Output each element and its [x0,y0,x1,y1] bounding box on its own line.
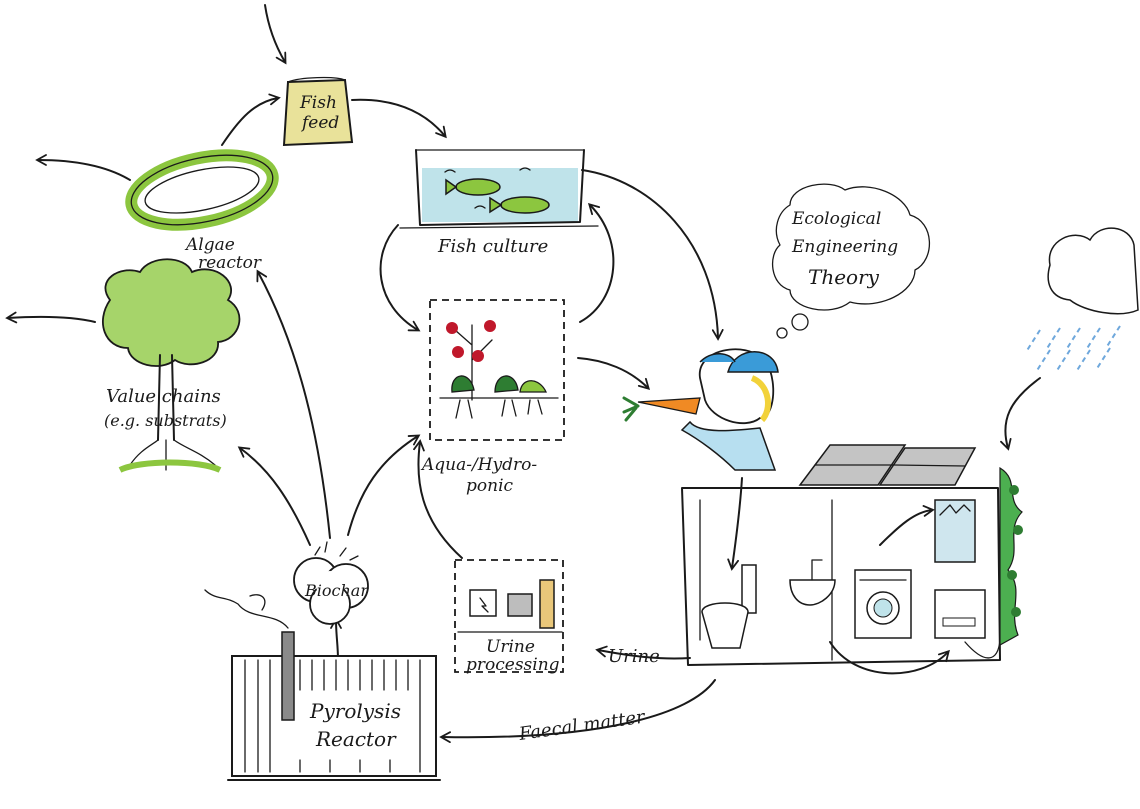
fish-feed-label-2: feed [300,113,339,133]
fish-feed-bag: Fish feed [282,76,354,147]
biochar-label: Biochar [304,581,369,600]
column-tank-icon [539,579,555,629]
algae-label-2: reactor [198,253,262,273]
arrow-input-to-fish-feed [264,4,287,65]
arrow-aquaponic-to-fish [579,202,615,323]
theory-label-3: Theory [808,265,880,289]
arrow-value-chains-out [5,311,96,324]
urine-processing-label-2: processing [466,655,560,675]
fish-icon [445,178,501,196]
arrow-biochar-to-algae [256,269,331,539]
sink-icon [789,559,836,606]
arrow-fish-to-aquaponic [379,224,421,332]
flow-urine-label: Urine [608,646,660,667]
flow-faecal-label: Faecal matter [517,706,648,745]
solar-panel-icon [878,447,977,486]
arrow-feed-to-fish-culture [351,98,447,139]
filter-icon [507,593,533,617]
tomato-icon [452,346,464,358]
arrow-house-internal [879,505,935,546]
pyrolysis-reactor: Pyrolysis Reactor [204,589,441,781]
hair-icon [750,375,771,423]
arrow-urine [595,645,691,660]
fish-icon [489,196,550,214]
arrow-algae-out [35,154,131,181]
arrow-house-water-loop [829,641,950,675]
lettuce-icon [519,380,547,393]
arrow-faecal-matter [439,679,716,744]
carrot-icon [637,397,701,415]
thought-bubble: Ecological Engineering Theory [771,183,931,311]
aquaponic-label-1: Aqua-/Hydro- [420,455,537,475]
fish-feed-label-1: Fish [299,93,337,113]
algae-label-1: Algae [184,235,235,255]
theory-label-1: Ecological [791,209,881,229]
window-icon [934,499,976,563]
tomato-icon [446,322,458,334]
house [681,444,1023,666]
green-wall-icon [999,466,1023,647]
pyrolysis-label-2: Reactor [315,727,397,751]
rain-icon [1025,325,1121,373]
tree-value-chains: Value chains (e.g. substrats) [101,258,241,473]
chimney-icon [281,631,295,721]
arrow-pyrolysis-to-biochar [330,617,342,661]
flow-arrows [5,4,1041,744]
fish-culture-tank: Fish culture [399,149,599,257]
aquaponic-label-2: ponic [466,476,514,496]
lettuce-icon [451,375,475,393]
urine-processing-label-1: Urine [486,637,535,657]
arrow-urine-to-aquaponic [413,439,463,559]
algae-reactor: Algae reactor [125,149,279,273]
lettuce-icon [494,375,519,393]
cap-icon [727,351,779,373]
value-chains-label-1: Value chains [106,386,221,407]
tree-crown-icon [101,258,241,367]
toilet-icon [701,564,757,649]
pyrolysis-label-1: Pyrolysis [309,699,401,723]
tomato-icon [472,350,484,362]
arrow-person-to-toilet [727,477,743,571]
arrow-fish-to-person [581,169,724,341]
tomato-icon [484,320,496,332]
aquaponic-unit: Aqua-/Hydro- ponic [420,299,565,496]
washing-machine-icon [854,569,912,639]
arrow-biochar-to-aquaponic [347,434,421,536]
arrow-biochar-to-value-chains [237,446,311,546]
urine-processing-unit: Urine processing [454,559,564,675]
arrow-aquaponic-to-person [577,357,651,391]
arrow-rain-to-green-wall [1000,377,1041,451]
arrow-algae-to-feed [221,93,281,146]
storage-tank-icon [934,589,986,639]
value-chains-label-2: (e.g. substrats) [104,411,227,430]
theory-label-2: Engineering [791,237,898,257]
fish-culture-label: Fish culture [437,236,548,257]
person-eating-carrot [622,313,809,471]
rain-cloud [1025,227,1139,373]
cloud-icon [1047,227,1139,315]
biochar-pile: Biochar [293,541,369,625]
smoke-icon [204,589,289,629]
arrow-house-loop-right [964,639,1001,659]
